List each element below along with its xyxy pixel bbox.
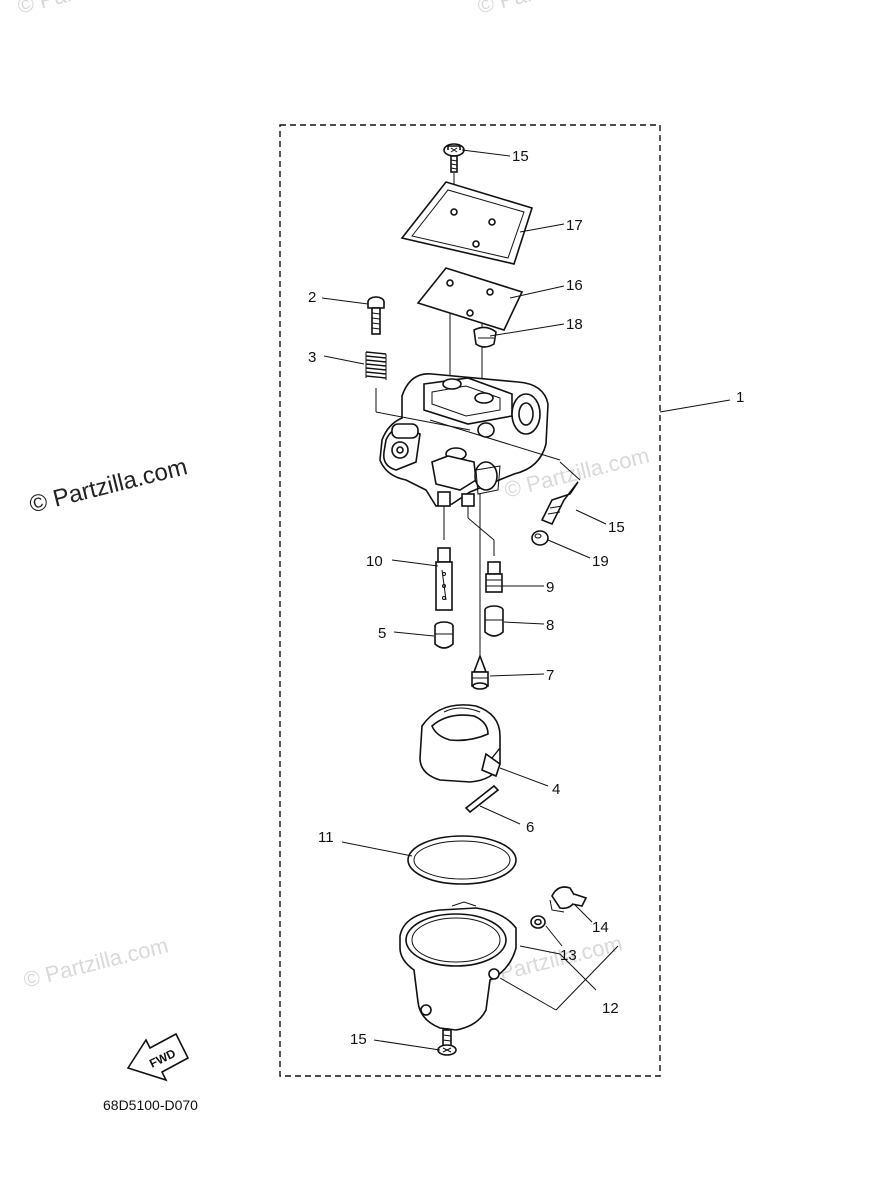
part-20-plug [531,530,549,546]
callout-18: 17 [566,217,583,234]
fwd-arrow-icon: FWD [126,1032,190,1082]
callout-14: 14 [592,919,609,936]
callout-13: 13 [560,947,577,964]
part-6-float-pin [464,784,500,814]
callout-7: 7 [546,667,554,684]
callout-12: 12 [602,1000,619,1017]
part-14-drain-screw [549,886,588,913]
part-8-main-jet [484,605,504,637]
callout-6: 6 [526,819,534,836]
callout-2: 2 [308,289,316,306]
callout-16: 15 [608,519,625,536]
part-11-gasket [407,835,517,885]
part-19-cap [473,326,497,348]
callout-17: 16 [566,277,583,294]
assembly-boundary [279,124,661,1077]
callout-9: 9 [546,579,554,596]
part-3-spring [365,351,387,380]
callout-15-top: 15 [512,148,529,165]
callout-10: 10 [366,553,383,570]
part-17-gasket [416,267,524,394]
callout-20: 19 [592,553,609,570]
callout-4: 4 [552,781,560,798]
part-9-pilot-jet [485,561,503,593]
part-15-bottom-screw [437,1029,457,1056]
leader-lines [321,149,731,1051]
diagram-code: 68D5100-D070 [103,1097,198,1113]
callout-11: 11 [318,829,334,846]
part-13-washer [530,915,546,929]
part-5-jet [434,621,454,649]
callout-1: 1 [736,389,744,406]
callout-8: 8 [546,617,554,634]
callout-numbers: 15 17 16 18 2 3 1 15 19 10 9 8 5 7 4 6 1… [308,148,744,1048]
part-10-main-nozzle [435,547,453,611]
callout-5: 5 [378,625,386,642]
part-18-cover [400,181,534,265]
part-1-carburetor-body [375,373,561,656]
callout-19: 18 [566,316,583,333]
part-12-float-chamber [399,901,517,1042]
part-2-screw [367,296,385,335]
callout-3: 3 [308,349,316,366]
callout-15-bottom: 15 [350,1031,367,1048]
part-4-float [419,704,501,783]
part-16-pilot-screw [540,461,581,526]
part-7-needle-valve [471,653,489,690]
